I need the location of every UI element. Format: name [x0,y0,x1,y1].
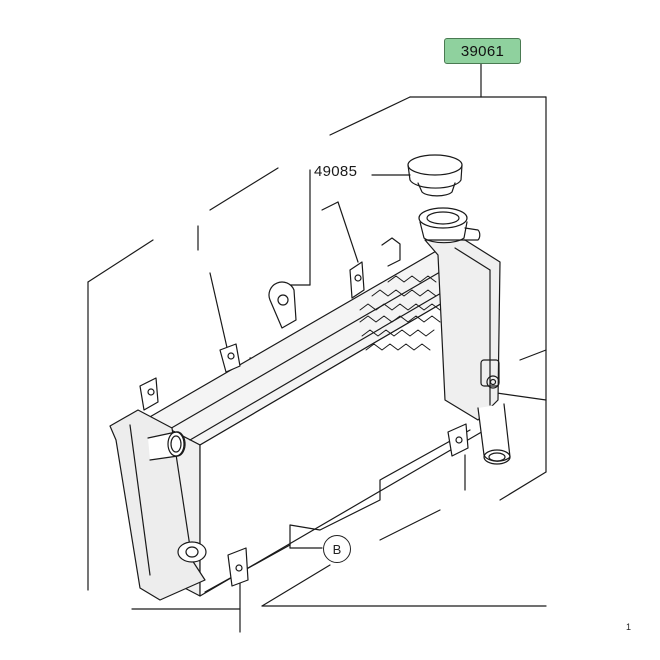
page-mark: 1 [626,622,632,632]
radiator-cap-part [407,154,463,197]
top-brackets [139,237,401,411]
reference-marker-b[interactable]: B [323,535,351,563]
filler-neck [418,207,481,244]
lower-outlet-pipe [477,359,511,465]
lower-left-mounts [177,423,469,587]
upper-inlet-pipe [147,431,186,461]
part-number-radiator-cap[interactable]: 49085 [314,163,358,180]
radiator-fins [359,275,441,351]
part-number-radiator-badge[interactable]: 39061 [444,38,521,64]
